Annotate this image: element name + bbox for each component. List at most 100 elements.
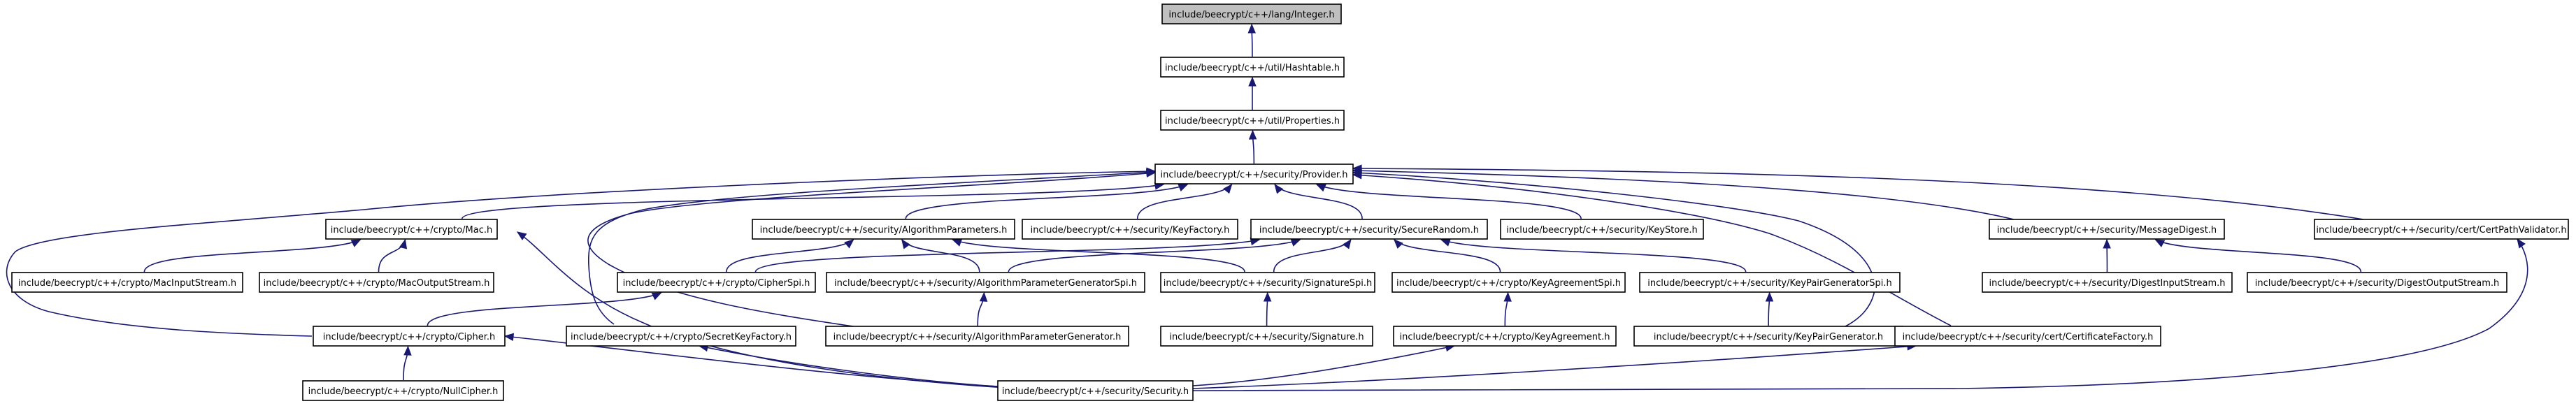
node-label: include/beecrypt/c++/security/Provider.h	[1161, 170, 1348, 180]
edge-cipherspi-to-securerandom	[754, 237, 1261, 273]
node-cipher[interactable]: include/beecrypt/c++/crypto/Cipher.h	[313, 326, 506, 347]
edge-line	[1352, 172, 1875, 333]
edge-mac-to-provider	[461, 182, 1165, 219]
edge-line	[1192, 345, 1917, 389]
edge-cipher-to-provider	[6, 167, 1157, 337]
edge-cipherspi-to-algparams	[726, 239, 854, 273]
edge-arrowhead	[1503, 291, 1512, 302]
node-signature[interactable]: include/beecrypt/c++/security/Signature.…	[1160, 326, 1373, 347]
node-keypairgen[interactable]: include/beecrypt/c++/security/KeyPairGen…	[1633, 326, 1903, 347]
node-msgdigest[interactable]: include/beecrypt/c++/security/MessageDig…	[1989, 219, 2225, 240]
node-label: include/beecrypt/c++/security/cert/CertP…	[2316, 225, 2566, 235]
edge-line	[1192, 345, 1455, 386]
edge-arrowhead	[1765, 291, 1774, 302]
edge-line	[1394, 239, 1501, 273]
node-box	[997, 380, 1194, 401]
edge-secretkeyfactory-to-provider	[587, 168, 1157, 325]
edge-line	[1192, 238, 2528, 392]
node-label: include/beecrypt/c++/security/AlgorithmP…	[833, 332, 1122, 342]
node-label: include/beecrypt/c++/security/KeyPairGen…	[1647, 278, 1892, 289]
node-nullcipher[interactable]: include/beecrypt/c++/crypto/NullCipher.h	[302, 380, 504, 401]
node-label: include/beecrypt/c++/crypto/Cipher.h	[323, 332, 496, 342]
node-securerandom[interactable]: include/beecrypt/c++/security/SecureRand…	[1250, 219, 1488, 240]
edge-line	[726, 239, 854, 273]
edge-line	[143, 239, 361, 273]
edge-security-to-keyagreement	[1192, 343, 1456, 386]
node-algparamgenspi[interactable]: include/beecrypt/c++/security/AlgorithmP…	[826, 272, 1145, 293]
node-box	[826, 272, 1145, 293]
node-properties[interactable]: include/beecrypt/c++/util/Properties.h	[1160, 110, 1345, 131]
node-hashtable[interactable]: include/beecrypt/c++/util/Hashtable.h	[1160, 57, 1345, 78]
node-label: include/beecrypt/c++/security/cert/Certi…	[1903, 332, 2154, 342]
edge-line	[1273, 239, 1352, 273]
node-keyagreement[interactable]: include/beecrypt/c++/crypto/KeyAgreement…	[1393, 326, 1617, 347]
node-box	[1250, 219, 1488, 240]
node-label: include/beecrypt/c++/util/Properties.h	[1165, 116, 1340, 126]
edge-digestinput-to-msgdigest	[2103, 238, 2111, 273]
node-macoutput[interactable]: include/beecrypt/c++/crypto/MacOutputStr…	[259, 272, 494, 293]
edge-certfactory-to-provider	[1352, 171, 1952, 326]
edge-line	[1352, 168, 2364, 220]
node-mac[interactable]: include/beecrypt/c++/crypto/Mac.h	[325, 219, 498, 240]
node-label: include/beecrypt/c++/security/KeyPairGen…	[1654, 332, 1883, 342]
edge-arrowhead	[1393, 239, 1403, 249]
edge-keyfactory-to-provider	[1136, 183, 1233, 219]
node-security[interactable]: include/beecrypt/c++/security/Security.h	[997, 380, 1194, 401]
edge-line	[1136, 184, 1233, 219]
node-label: include/beecrypt/c++/security/KeyFactory…	[1031, 225, 1230, 235]
edge-arrowhead	[979, 291, 988, 302]
node-label: include/beecrypt/c++/security/KeyStore.h	[1506, 225, 1698, 235]
node-keypairgenspi[interactable]: include/beecrypt/c++/security/KeyPairGen…	[1639, 272, 1901, 293]
edge-arrowhead	[1178, 184, 1189, 192]
edge-security-to-cipher	[503, 333, 999, 387]
node-box	[1160, 326, 1373, 347]
edge-arrowhead	[1263, 291, 1272, 302]
edge-arrowhead	[1274, 183, 1284, 194]
node-macinput[interactable]: include/beecrypt/c++/crypto/MacInputStre…	[11, 272, 243, 293]
node-algparams[interactable]: include/beecrypt/c++/security/AlgorithmP…	[752, 219, 1015, 240]
edge-arrowhead	[1352, 171, 1362, 180]
edge-keypairgen-to-keypairgenspi	[1765, 291, 1774, 326]
edge-arrowhead	[516, 231, 527, 240]
node-keyagreementspi[interactable]: include/beecrypt/c++/crypto/KeyAgreement…	[1391, 272, 1626, 293]
node-certpathvalidator[interactable]: include/beecrypt/c++/security/cert/CertP…	[2314, 219, 2569, 240]
node-algparamgen[interactable]: include/beecrypt/c++/security/AlgorithmP…	[825, 326, 1129, 347]
edge-algparamgen-to-algparamgenspi	[977, 291, 988, 326]
edge-certpathvalidator-to-provider	[1352, 164, 2364, 220]
node-digestinput[interactable]: include/beecrypt/c++/security/DigestInpu…	[1982, 272, 2233, 293]
edge-arrowhead	[1247, 23, 1256, 34]
edge-line	[699, 345, 999, 387]
node-box	[566, 326, 796, 347]
node-box	[325, 219, 498, 240]
nodes-layer: include/beecrypt/c++/lang/Integer.h inclu…	[11, 3, 2569, 401]
edge-keypairgenspi-to-securerandom	[1440, 238, 1747, 273]
node-box	[1022, 219, 1238, 240]
edge-line	[587, 171, 1156, 325]
node-box	[1160, 57, 1345, 78]
edge-line	[427, 292, 661, 326]
edges-layer	[6, 23, 2528, 392]
edge-line	[587, 172, 1156, 329]
edge-msgdigest-to-provider	[1352, 166, 2015, 220]
edge-arrowhead	[1248, 76, 1257, 87]
edge-arrowhead	[1290, 238, 1301, 247]
node-digestoutput[interactable]: include/beecrypt/c++/security/DigestOutp…	[2247, 272, 2507, 293]
node-box	[313, 326, 506, 347]
edge-properties-to-hashtable	[1248, 76, 1257, 110]
edge-line	[901, 239, 980, 273]
node-label: include/beecrypt/c++/crypto/CipherSpi.h	[623, 278, 810, 289]
edge-line	[2155, 239, 2362, 273]
node-keyfactory[interactable]: include/beecrypt/c++/security/KeyFactory…	[1022, 219, 1238, 240]
edge-line	[6, 171, 1156, 337]
node-signaturespi[interactable]: include/beecrypt/c++/security/SignatureS…	[1160, 272, 1375, 293]
node-keystore[interactable]: include/beecrypt/c++/security/KeyStore.h	[1500, 219, 1704, 240]
node-certfactory[interactable]: include/beecrypt/c++/security/cert/Certi…	[1894, 326, 2161, 347]
node-cipherspi[interactable]: include/beecrypt/c++/crypto/CipherSpi.h	[617, 272, 816, 293]
node-label: include/beecrypt/c++/lang/Integer.h	[1168, 10, 1334, 20]
node-label: include/beecrypt/c++/security/DigestInpu…	[1989, 278, 2225, 289]
node-provider[interactable]: include/beecrypt/c++/security/Provider.h	[1154, 164, 1354, 184]
edge-arrowhead	[952, 238, 963, 247]
node-secretkeyfactory[interactable]: include/beecrypt/c++/crypto/SecretKeyFac…	[566, 326, 796, 347]
edge-arrowhead	[1315, 184, 1326, 192]
